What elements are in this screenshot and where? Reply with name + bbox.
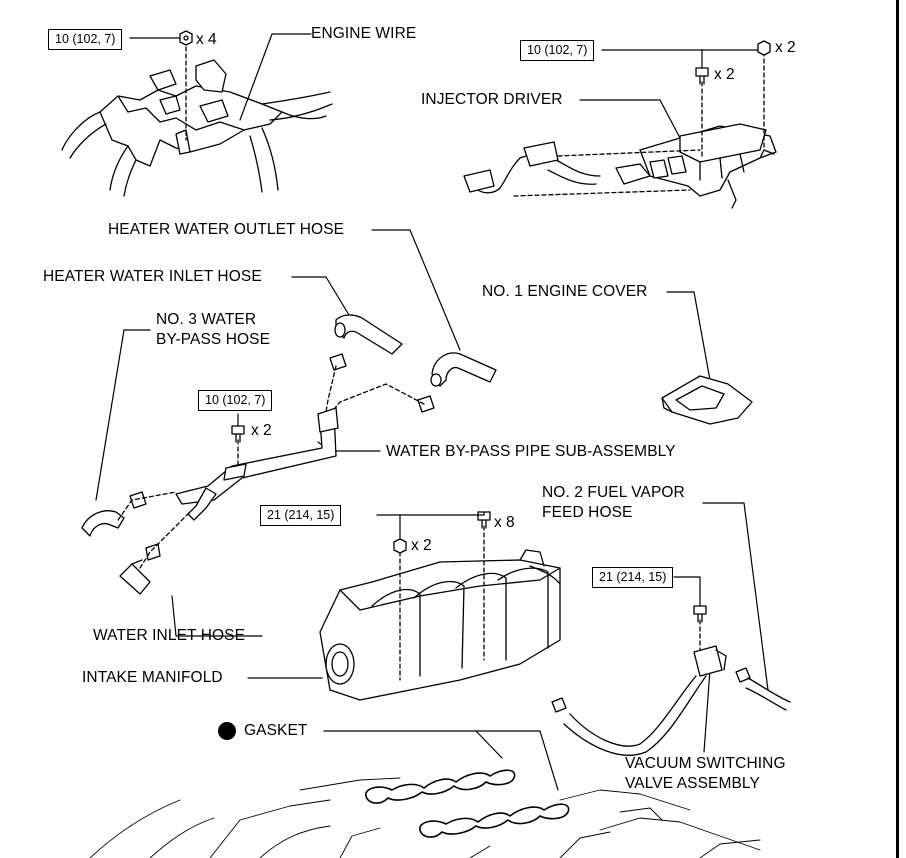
injector-driver-nut-icon — [757, 40, 771, 56]
water-pipe-bolt-icon — [231, 425, 245, 443]
label-gasket: GASKET — [244, 722, 308, 739]
water-bypass-pipe-part — [175, 407, 339, 521]
qty-engine-wire-nut: x 4 — [196, 31, 217, 48]
vsv-bolt-icon — [693, 605, 707, 623]
label-no1-engine-cover: NO. 1 ENGINE COVER — [482, 283, 648, 300]
label-no2-fuel-vapor-line2: FEED HOSE — [542, 504, 633, 521]
torque-spec-engine-wire: 10 (102, 7) — [48, 29, 123, 50]
engine-wire-nut-icon — [179, 30, 193, 46]
hose-clip-icon — [129, 353, 435, 561]
label-no3-water-bypass-hose-line1: NO. 3 WATER — [156, 311, 257, 328]
gasket-bullet-icon — [218, 722, 236, 740]
label-heater-water-outlet-hose: HEATER WATER OUTLET HOSE — [108, 221, 345, 238]
qty-injector-driver-nut: x 2 — [775, 39, 796, 56]
torque-spec-water-pipe: 10 (102, 7) — [198, 390, 273, 411]
label-heater-water-inlet-hose: HEATER WATER INLET HOSE — [43, 268, 262, 285]
label-intake-manifold: INTAKE MANIFOLD — [82, 669, 223, 686]
label-water-bypass-pipe: WATER BY-PASS PIPE SUB-ASSEMBLY — [386, 443, 676, 460]
water-inlet-hose-part — [119, 559, 151, 595]
label-engine-wire: ENGINE WIRE — [311, 25, 417, 42]
label-water-inlet-hose: WATER INLET HOSE — [93, 627, 246, 644]
label-vsv-line2: VALVE ASSEMBLY — [625, 775, 760, 792]
heater-water-inlet-hose-part — [334, 314, 403, 355]
qty-intake-manifold-nut: x 2 — [411, 537, 432, 554]
qty-water-pipe-bolt: x 2 — [251, 422, 272, 439]
intake-manifold-bolt-icon — [477, 511, 491, 529]
label-vsv-line1: VACUUM SWITCHING — [625, 755, 786, 772]
torque-spec-injector-driver: 10 (102, 7) — [520, 40, 595, 61]
page-border — [896, 0, 899, 858]
label-no3-water-bypass-hose-line2: BY-PASS HOSE — [156, 331, 271, 348]
torque-spec-vsv: 21 (214, 15) — [592, 567, 674, 588]
no3-water-bypass-hose-part — [81, 510, 125, 537]
intake-manifold-part — [319, 525, 561, 701]
injector-driver-bolt-icon — [695, 67, 709, 85]
label-no2-fuel-vapor-line1: NO. 2 FUEL VAPOR — [542, 484, 685, 501]
intake-manifold-nut-icon — [393, 538, 407, 554]
qty-intake-manifold-bolt: x 8 — [494, 514, 515, 531]
engine-wire-part — [61, 39, 333, 197]
qty-injector-driver-bolt: x 2 — [714, 66, 735, 83]
injector-driver-part — [463, 51, 777, 209]
gasket-part — [365, 769, 570, 838]
heater-water-outlet-hose-part — [430, 352, 497, 387]
vacuum-switching-valve-part — [551, 619, 791, 756]
engine-block-sketch — [89, 777, 761, 858]
torque-spec-intake-manifold: 21 (214, 15) — [260, 505, 342, 526]
label-injector-driver: INJECTOR DRIVER — [421, 91, 563, 108]
no1-engine-cover-part — [661, 375, 753, 425]
